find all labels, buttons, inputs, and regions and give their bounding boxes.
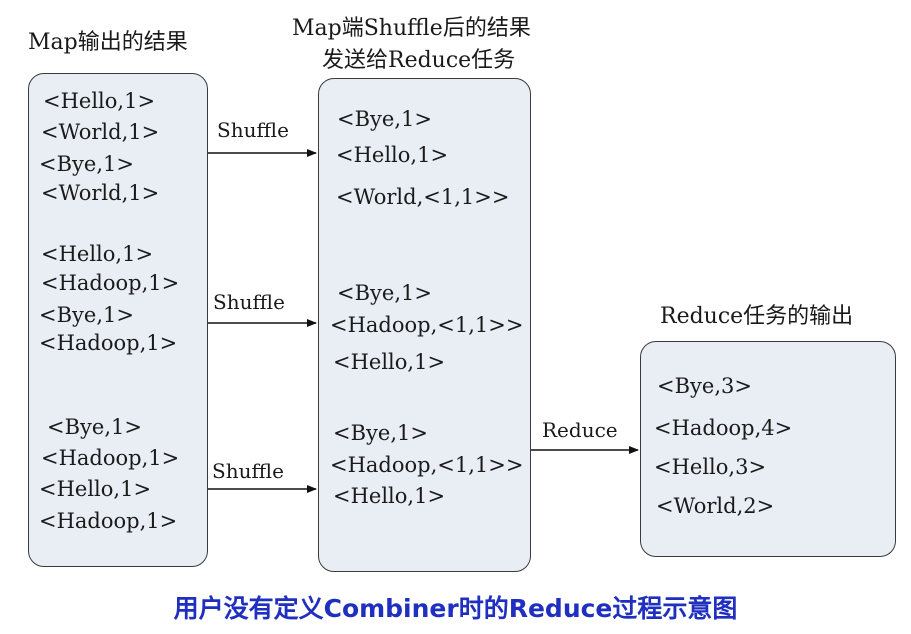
- map-output-entry: <Bye,1>: [39, 152, 134, 176]
- shuffle-output-entry: <Bye,1>: [337, 107, 432, 131]
- map-output-entry: <World,1>: [41, 120, 160, 144]
- shuffle-output-entry: <Bye,1>: [333, 421, 428, 445]
- shuffle-output-entry: <Hadoop,<1,1>>: [330, 453, 524, 477]
- map-output-title: Map输出的结果: [28, 30, 188, 55]
- reduce-output-entry: <Hello,3>: [654, 455, 767, 479]
- map-output-entry: <Hello,1>: [41, 242, 154, 266]
- shuffle-arrow-label-2: Shuffle: [213, 290, 285, 314]
- map-output-entry: <Bye,1>: [47, 415, 142, 439]
- reduce-output-box: [640, 341, 896, 557]
- shuffle-output-entry: <Hadoop,<1,1>>: [330, 313, 524, 337]
- map-output-entry: <Bye,1>: [39, 303, 134, 327]
- reduce-output-entry: <Hadoop,4>: [654, 416, 793, 440]
- shuffle-output-entry: <Hello,1>: [336, 143, 449, 167]
- diagram-caption: 用户没有定义Combiner时的Reduce过程示意图: [173, 594, 738, 623]
- reduce-output-entry: <Bye,3>: [657, 374, 752, 398]
- shuffle-output-entry: <Hello,1>: [333, 350, 446, 374]
- map-output-entry: <Hadoop,1>: [41, 446, 180, 470]
- map-output-entry: <World,1>: [41, 181, 160, 205]
- reduce-arrow-label: Reduce: [542, 418, 618, 442]
- map-output-entry: <Hello,1>: [39, 477, 152, 501]
- shuffle-result-title-line1: Map端Shuffle后的结果: [292, 16, 531, 41]
- shuffle-output-entry: <Hello,1>: [333, 484, 446, 508]
- shuffle-output-entry: <World,<1,1>>: [336, 185, 510, 209]
- shuffle-arrow-label-1: Shuffle: [217, 118, 289, 142]
- shuffle-result-title-line2: 发送给Reduce任务: [322, 48, 516, 73]
- map-output-entry: <Hadoop,1>: [39, 331, 178, 355]
- map-output-box: [28, 73, 208, 567]
- map-output-entry: <Hadoop,1>: [41, 271, 180, 295]
- map-output-entry: <Hadoop,1>: [39, 509, 178, 533]
- shuffle-output-entry: <Bye,1>: [337, 281, 432, 305]
- shuffle-output-box: [318, 78, 531, 572]
- map-output-entry: <Hello,1>: [43, 89, 156, 113]
- reduce-output-entry: <World,2>: [656, 494, 775, 518]
- shuffle-arrow-label-3: Shuffle: [212, 459, 284, 483]
- reduce-output-title: Reduce任务的输出: [660, 304, 854, 329]
